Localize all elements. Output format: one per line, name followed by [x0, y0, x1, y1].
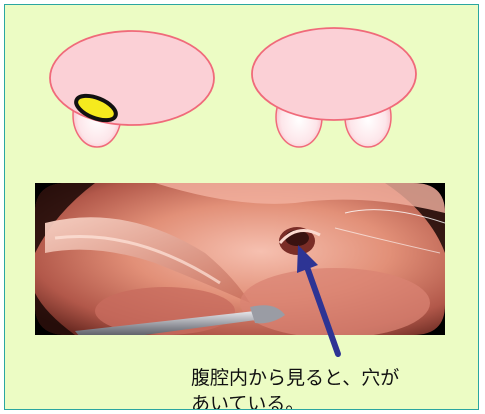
schematic-diagrams: [5, 5, 479, 185]
caption-text: 腹腔内から見ると、穴が あいている。: [191, 365, 471, 410]
laparoscopic-photo: [35, 183, 445, 335]
illustration-panel: 腹腔内から見ると、穴が あいている。: [4, 4, 479, 410]
left-diagram: [50, 31, 214, 147]
right-main-organ: [252, 28, 416, 120]
right-diagram: [252, 28, 416, 147]
left-main-organ: [50, 31, 214, 125]
